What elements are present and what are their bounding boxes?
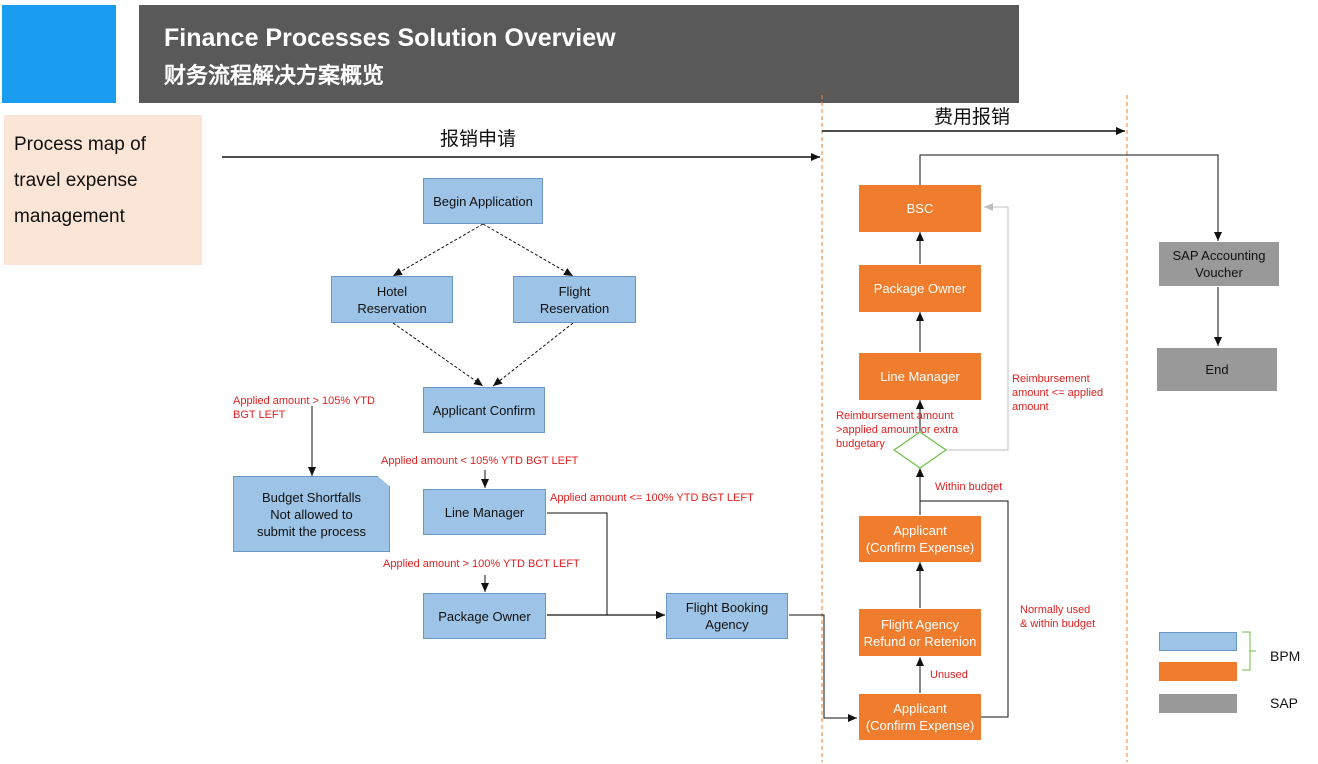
page-subtitle: 财务流程解决方案概览: [164, 63, 385, 88]
begin-application-node[interactable]: Begin Application: [423, 178, 543, 224]
flight-booking-agency-node[interactable]: Flight Booking Agency: [666, 593, 788, 639]
note-reimbursement-gt: Reimbursement amount >applied amount or …: [836, 410, 958, 450]
process-map-label: Process map of travel expense management: [4, 115, 202, 265]
note-gt-100: Applied amount > 100% YTD BCT LEFT: [383, 558, 580, 570]
legend-label-sap: SAP: [1270, 695, 1299, 711]
legend-swatch-sap: [1159, 694, 1237, 713]
note-within-budget: Within budget: [935, 481, 1003, 493]
applicant-confirm-expense-bottom-node[interactable]: Applicant (Confirm Expense): [859, 694, 981, 740]
note-under-105: Applied amount < 105% YTD BGT LEFT: [381, 455, 579, 467]
bsc-node[interactable]: BSC: [859, 185, 981, 232]
title-bar: [139, 5, 1019, 103]
note-normally-used: Normally used & within budget: [1020, 604, 1096, 630]
flight-agency-refund-node[interactable]: Flight Agency Refund or Retenion: [859, 609, 981, 656]
note-reimbursement-le: Reimbursement amount <= applied amount: [1012, 373, 1104, 413]
decision-diamond: [892, 431, 948, 469]
applicant-confirm-node[interactable]: Applicant Confirm: [423, 387, 545, 433]
note-unused: Unused: [930, 669, 968, 681]
sap-accounting-voucher-node[interactable]: SAP Accounting Voucher: [1159, 242, 1279, 286]
page-title: Finance Processes Solution Overview: [164, 24, 616, 52]
line-manager-node-left[interactable]: Line Manager: [423, 489, 546, 535]
applicant-confirm-expense-mid-node[interactable]: Applicant (Confirm Expense): [859, 516, 981, 562]
budget-shortfalls-node[interactable]: Budget Shortfalls Not allowed to submit …: [233, 476, 390, 552]
phase-label-reimbursement: 费用报销: [934, 107, 1011, 128]
legend-swatch-bpm-orange: [1159, 662, 1237, 681]
note-le-100: Applied amount <= 100% YTD BGT LEFT: [550, 492, 754, 504]
line-manager-node-right[interactable]: Line Manager: [859, 353, 981, 400]
flight-reservation-node[interactable]: Flight Reservation: [513, 276, 636, 323]
legend-swatch-bpm-blue: [1159, 632, 1237, 651]
header-accent-block: [2, 5, 116, 103]
phase-label-application: 报销申请: [440, 129, 517, 150]
hotel-reservation-node[interactable]: Hotel Reservation: [331, 276, 453, 323]
note-over-105: Applied amount > 105% YTD BGT LEFT: [233, 395, 375, 421]
end-node[interactable]: End: [1157, 348, 1277, 391]
legend-label-bpm: BPM: [1270, 648, 1301, 664]
package-owner-node-right[interactable]: Package Owner: [859, 265, 981, 312]
package-owner-node-left[interactable]: Package Owner: [423, 593, 546, 639]
